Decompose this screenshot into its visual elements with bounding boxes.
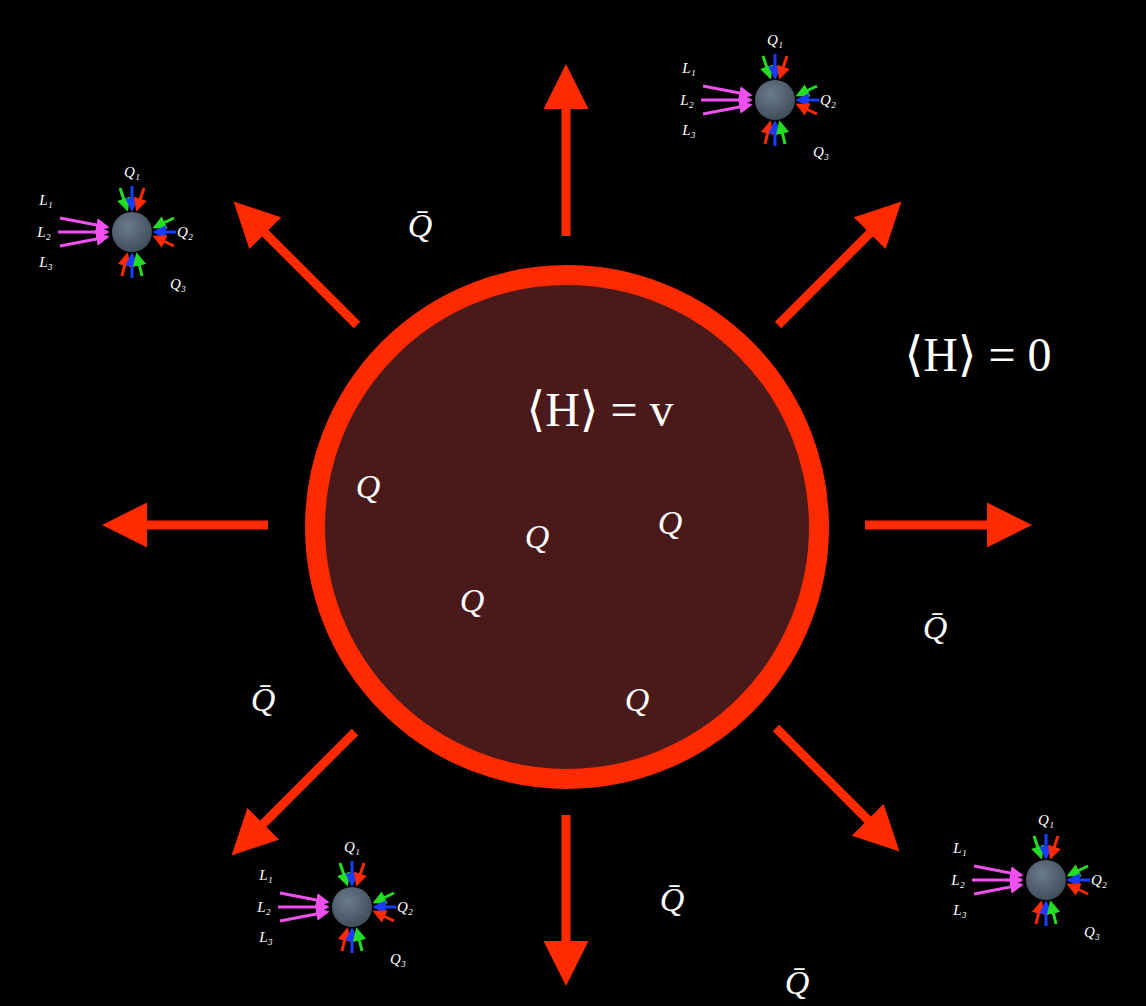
particle-label: Q₁	[344, 839, 360, 856]
particle-label: Q₁	[124, 164, 140, 181]
antiquark-label: Q̄	[785, 964, 810, 1001]
particle-label: Q₂	[820, 92, 836, 109]
antiquark-label: Q̄	[660, 881, 685, 918]
particle-label: Q₂	[397, 899, 413, 916]
particle-label: Q₃	[390, 951, 406, 968]
particle-label: Q₂	[177, 224, 193, 241]
particle-label: Q₂	[1091, 872, 1107, 889]
bubble-circle: ⟨H⟩ = v Q Q Q Q Q	[305, 265, 829, 789]
antiquark-label: Q̄	[251, 681, 276, 718]
particle-label: Q₁	[767, 32, 783, 49]
quark-label: Q	[625, 681, 650, 718]
particle-label: L₁	[39, 192, 53, 209]
antiquark-label: Q̄	[408, 207, 433, 244]
particle-label: Q₃	[170, 276, 186, 293]
particle-label: Q₁	[1038, 812, 1054, 829]
antiquark-label: Q̄	[923, 609, 948, 646]
particle-label: L₂	[680, 92, 694, 109]
vev-label: ⟨H⟩ = v	[526, 384, 673, 437]
particle-label: L₃	[953, 902, 967, 919]
particle-label: L₃	[682, 122, 696, 139]
particle-label: Q₃	[1084, 924, 1100, 941]
particle-label: Q₃	[813, 144, 829, 161]
quark-label: Q	[658, 504, 683, 541]
particle-label: L₂	[257, 899, 271, 916]
particle-label: L₃	[259, 929, 273, 946]
quark-label: Q	[356, 468, 381, 505]
particle-label: L₃	[39, 254, 53, 271]
particle-label: L₁	[259, 867, 273, 884]
particle-label: L₂	[37, 224, 51, 241]
vev-label: ⟨H⟩ = 0	[904, 329, 1051, 382]
quark-label: Q	[525, 518, 550, 555]
particle-label: L₁	[953, 840, 967, 857]
quark-label: Q	[460, 582, 485, 619]
particle-label: L₁	[682, 60, 696, 77]
particle-label: L₂	[951, 872, 965, 889]
